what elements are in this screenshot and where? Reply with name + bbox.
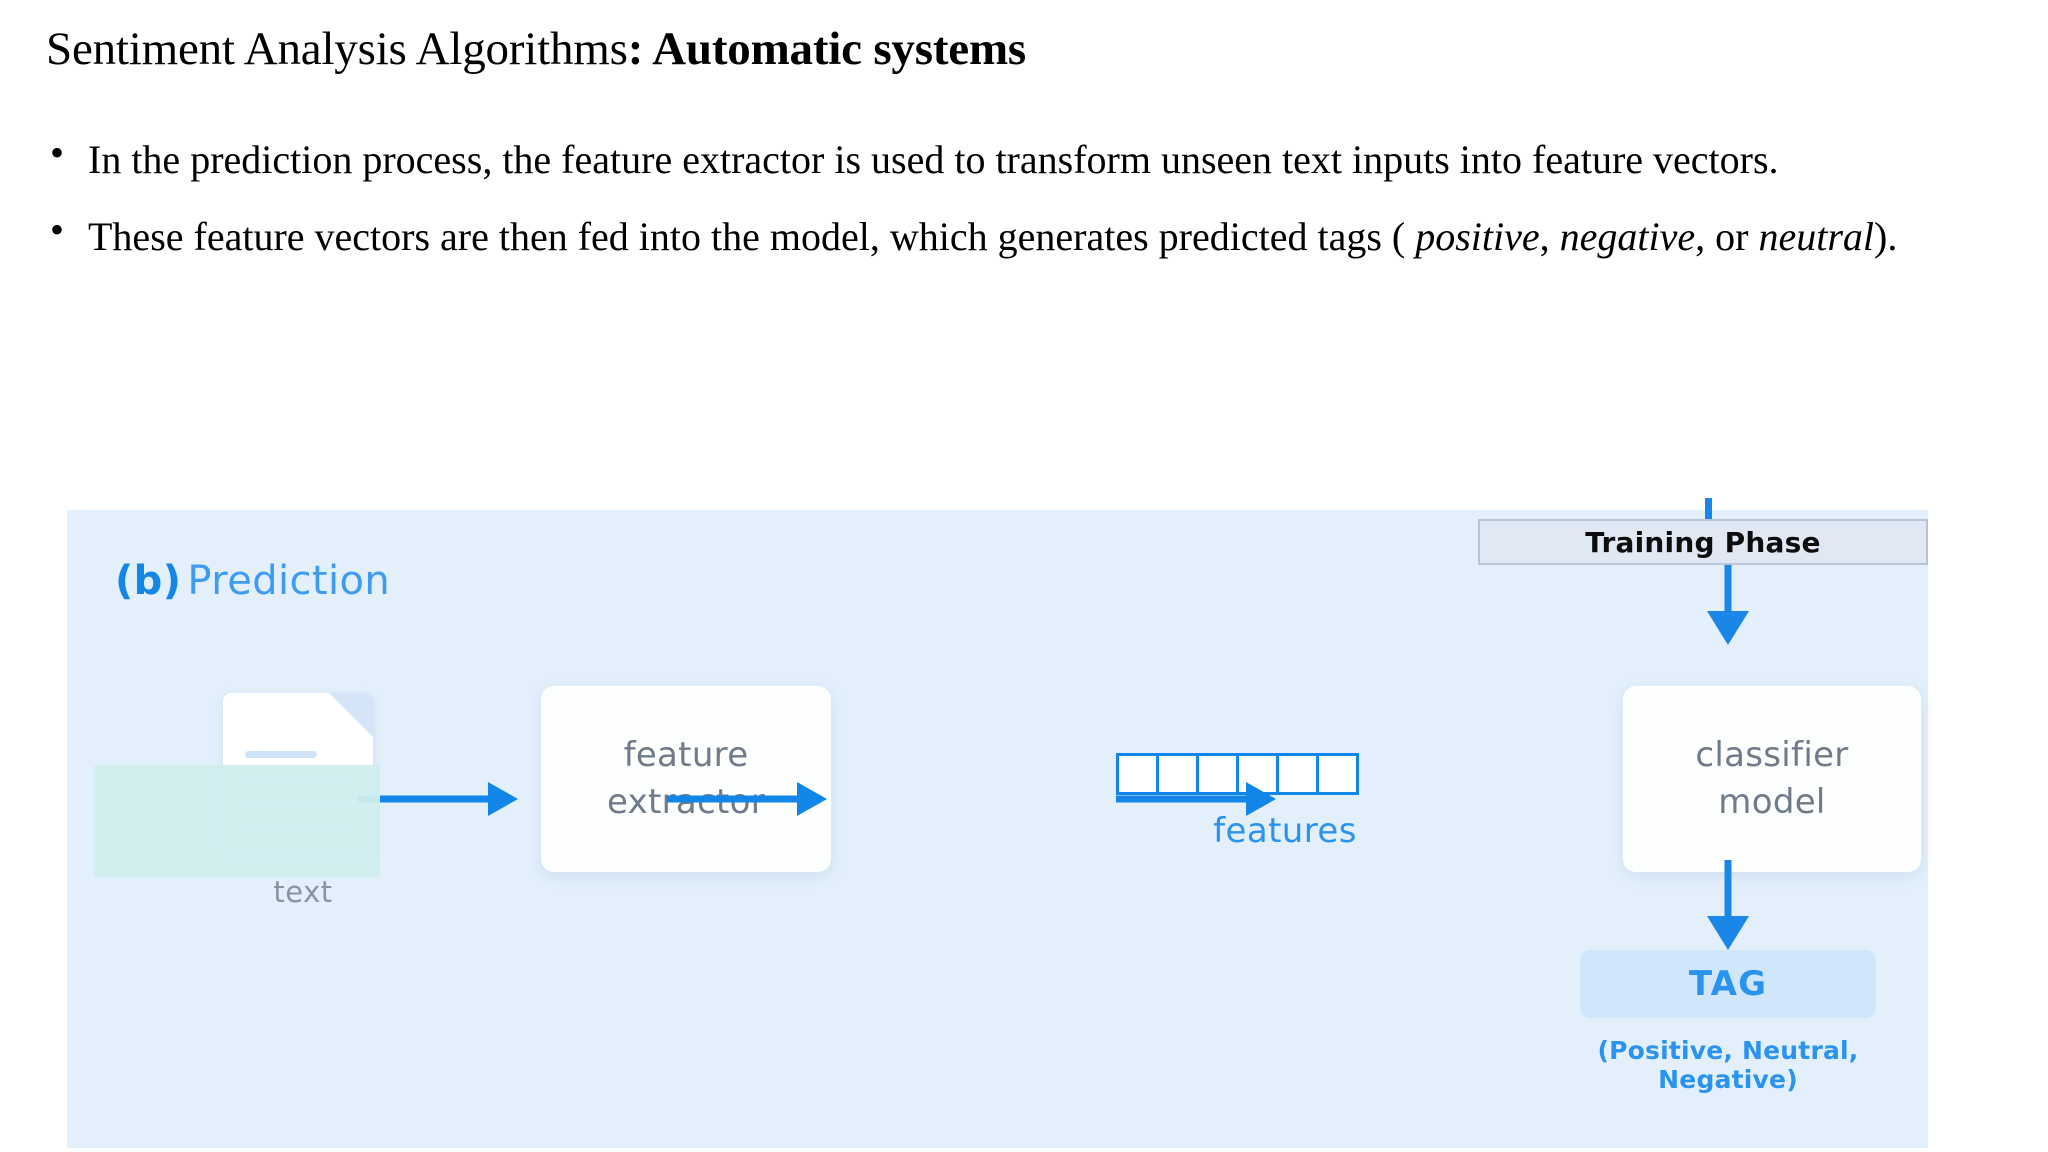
arrow-shaft bbox=[667, 795, 801, 803]
bullet-text-2: These feature vectors are then fed into … bbox=[88, 201, 2028, 272]
feature-vector-node: features bbox=[1116, 753, 1454, 851]
arrow-shaft bbox=[1724, 860, 1732, 918]
page-title-bold: : Automatic systems bbox=[627, 23, 1026, 75]
arrow-head bbox=[1707, 916, 1749, 950]
feature-cell bbox=[1276, 753, 1319, 795]
classifier-model-label: classifier model bbox=[1695, 732, 1848, 826]
feature-cell bbox=[1316, 753, 1359, 795]
bullet-text-1: In the prediction process, the feature e… bbox=[88, 137, 1779, 182]
sentiment-negative: negative bbox=[1559, 214, 1696, 260]
page-title-regular: Sentiment Analysis Algorithms bbox=[46, 23, 628, 75]
list-item: • In the prediction process, the feature… bbox=[46, 124, 2028, 195]
page-title: Sentiment Analysis Algorithms: Automatic… bbox=[46, 22, 1026, 77]
arrow-head bbox=[1707, 611, 1749, 645]
tag-badge: TAG bbox=[1580, 950, 1876, 1018]
text-node-label: text bbox=[273, 875, 333, 909]
tag-output-node: TAG (Positive, Neutral, Negative) bbox=[1580, 950, 1876, 1094]
bullet-2-suffix: ). bbox=[1874, 214, 1898, 260]
arrow-features-to-classifier-icon bbox=[1116, 782, 1276, 816]
bullet-marker-icon: • bbox=[50, 207, 65, 253]
page-fold-icon bbox=[329, 693, 373, 737]
classifier-line2: model bbox=[1718, 782, 1826, 822]
arrow-head bbox=[488, 782, 518, 816]
doc-line-icon bbox=[245, 751, 317, 758]
panel-heading-tag: (b) bbox=[115, 558, 182, 604]
empty-placeholder-box bbox=[94, 765, 380, 877]
feature-extractor-line1: feature bbox=[623, 735, 749, 776]
bullet-marker-icon: • bbox=[50, 130, 65, 175]
bullet-2-prefix: These feature vectors are then fed into … bbox=[88, 214, 1416, 260]
arrow-extractor-to-features-icon bbox=[667, 782, 827, 816]
prediction-diagram-panel: (b)Prediction Training Phase text featur… bbox=[67, 498, 1928, 1148]
training-phase-banner: Training Phase bbox=[1478, 519, 1928, 565]
arrow-text-to-extractor-icon bbox=[358, 782, 518, 816]
tag-caption: (Positive, Neutral, Negative) bbox=[1597, 1036, 1859, 1094]
panel-heading-word: Prediction bbox=[187, 558, 391, 604]
sentiment-neutral: neutral bbox=[1758, 214, 1875, 260]
arrow-head bbox=[1246, 782, 1276, 816]
bullet-2-sep2: , or bbox=[1695, 214, 1759, 260]
training-phase-connector bbox=[1705, 498, 1712, 520]
sentiment-positive: positive bbox=[1415, 214, 1540, 260]
classifier-model-node: classifier model bbox=[1623, 686, 1921, 872]
feature-vector-cells bbox=[1116, 753, 1454, 795]
arrow-classifier-to-tag-icon bbox=[1705, 860, 1751, 950]
classifier-line1: classifier bbox=[1695, 735, 1849, 776]
arrow-shaft bbox=[1116, 795, 1250, 803]
feature-extractor-node: feature extractor bbox=[541, 686, 831, 872]
arrow-shaft bbox=[358, 795, 492, 803]
features-label: features bbox=[1213, 811, 1357, 851]
list-item: • These feature vectors are then fed int… bbox=[46, 201, 2028, 272]
arrow-training-to-classifier-icon bbox=[1705, 565, 1751, 645]
arrow-head bbox=[797, 782, 827, 816]
bullet-list: • In the prediction process, the feature… bbox=[46, 124, 2028, 278]
arrow-shaft bbox=[1724, 565, 1732, 613]
panel-heading: (b)Prediction bbox=[115, 558, 390, 604]
bullet-2-sep1: , bbox=[1539, 214, 1560, 260]
